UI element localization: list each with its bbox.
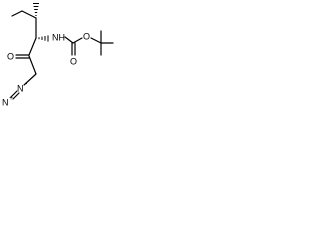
atom-labels: NH O O O N - N + (2, 31, 90, 107)
bond-carbamate-o (72, 37, 83, 44)
diazo-n-plus-label: N (2, 97, 9, 107)
hashed-wedge-nh (38, 35, 49, 42)
diazo-n-minus-label: N (17, 83, 24, 93)
chemical-structure-diagram: NH O O O N - N + (2, 3, 114, 107)
carbon-skeleton (10, 3, 114, 100)
bond-nh-carbamate (64, 36, 74, 44)
bond-o-tbu (90, 37, 102, 44)
bond-ethyl-ch2 (21, 10, 37, 19)
ketone-oxygen-label: O (7, 51, 14, 61)
bond-ethyl-ch3 (11, 10, 23, 17)
bond-alpha-carbonyl (28, 37, 37, 56)
diazo-plus-charge: + (9, 95, 13, 102)
bond-carbonyl-ch (28, 55, 37, 75)
diazo-minus-charge: - (25, 81, 28, 88)
bond-ch-diazo-n (23, 73, 37, 86)
hashed-wedge-methyl (33, 3, 39, 16)
carbamate-ester-oxygen-label: O (83, 31, 90, 41)
carbamate-carbonyl-oxygen-label: O (70, 56, 77, 66)
nh-label: NH (52, 32, 65, 42)
bond-diazo-nn-2 (12, 92, 20, 100)
bond-diazo-nn-1 (10, 90, 18, 98)
